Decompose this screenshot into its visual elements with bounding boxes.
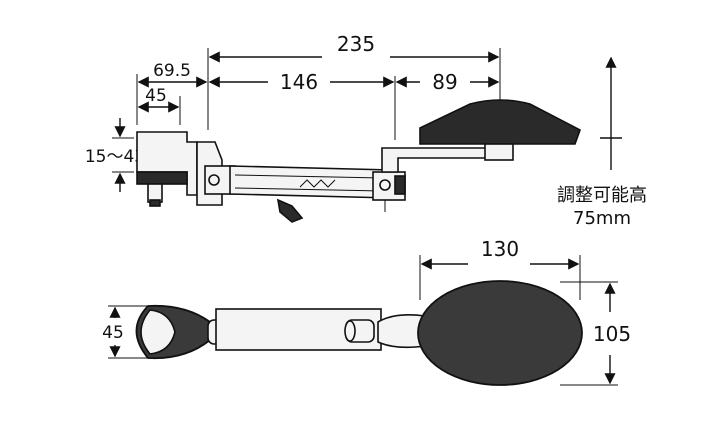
dim-45-head-label: 45	[102, 323, 124, 343]
dim-235: 235	[207, 32, 501, 130]
dim-69-5: 69.5	[136, 61, 208, 125]
dim-15-43-label: 15～43	[85, 147, 145, 167]
side-view-arm	[204, 165, 406, 223]
dim-130-label: 130	[481, 237, 519, 261]
dim-69-5-label: 69.5	[153, 61, 191, 81]
dim-45-head: 45	[102, 305, 150, 359]
dim-89-label: 89	[432, 70, 457, 94]
dim-146-label: 146	[280, 70, 318, 94]
top-view-pad	[417, 280, 583, 386]
top-view-arm	[215, 308, 426, 351]
height-adjust-value: 75mm	[573, 208, 631, 229]
dim-45-clamp: 45	[137, 86, 181, 125]
dim-105: 105	[560, 281, 631, 386]
dim-15-43: 15～43	[85, 118, 145, 192]
dim-130: 130	[419, 237, 581, 300]
height-adjust-label: 調整可能高	[557, 185, 647, 206]
dim-235-label: 235	[337, 32, 375, 56]
dim-89: 89	[395, 70, 500, 94]
dim-146: 146	[208, 70, 396, 140]
height-adjust-indicator: 調整可能高 75mm	[557, 56, 647, 229]
dim-45-clamp-label: 45	[145, 86, 167, 106]
side-view-pad	[381, 99, 581, 173]
dim-105-label: 105	[593, 322, 631, 346]
